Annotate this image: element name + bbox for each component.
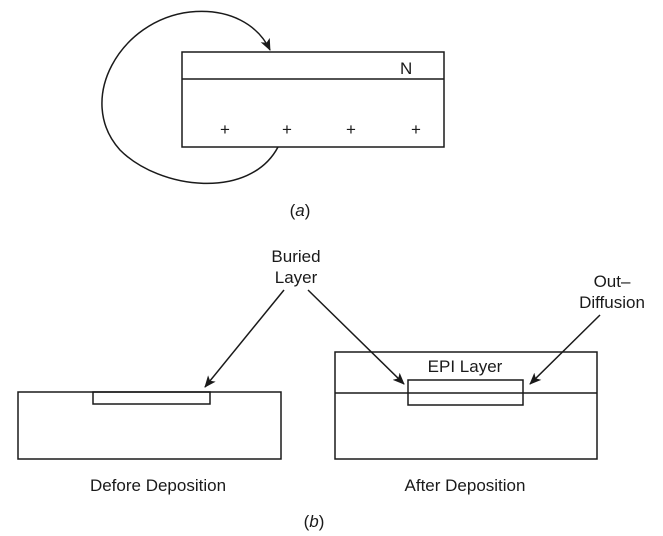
positive-charge: + (282, 120, 292, 139)
caption-b: (b) (304, 512, 325, 531)
arrow-to-out-diffusion (529, 314, 601, 385)
before-substrate (17, 391, 282, 460)
before-buried-layer (92, 391, 211, 405)
panel-a: N + + + + (a) (101, 10, 445, 220)
after-deposition-caption: After Deposition (405, 476, 526, 495)
caption-a: (a) (290, 201, 311, 220)
buried-layer-label-line2: Layer (275, 268, 318, 287)
circulation-arrow (101, 10, 279, 185)
arrow-to-after-buried-layer (307, 289, 405, 385)
positive-charge: + (220, 120, 230, 139)
buried-layer-label-line1: Buried (271, 247, 320, 266)
after-structure (334, 351, 598, 460)
after-buried-layer (407, 379, 524, 406)
n-layer-label: N (400, 59, 412, 78)
before-deposition-caption: Defore Deposition (90, 476, 226, 495)
substrate-block (181, 51, 445, 148)
positive-charge: + (346, 120, 356, 139)
out-diffusion-label-line2: Diffusion (579, 293, 645, 312)
arrow-to-before-buried-layer (204, 289, 285, 388)
positive-charge: + (411, 120, 421, 139)
panel-b: EPI Layer Buried Layer Out– Diffusion De… (17, 247, 645, 531)
epi-layer-label: EPI Layer (428, 357, 503, 376)
out-diffusion-label-line1: Out– (594, 272, 631, 291)
